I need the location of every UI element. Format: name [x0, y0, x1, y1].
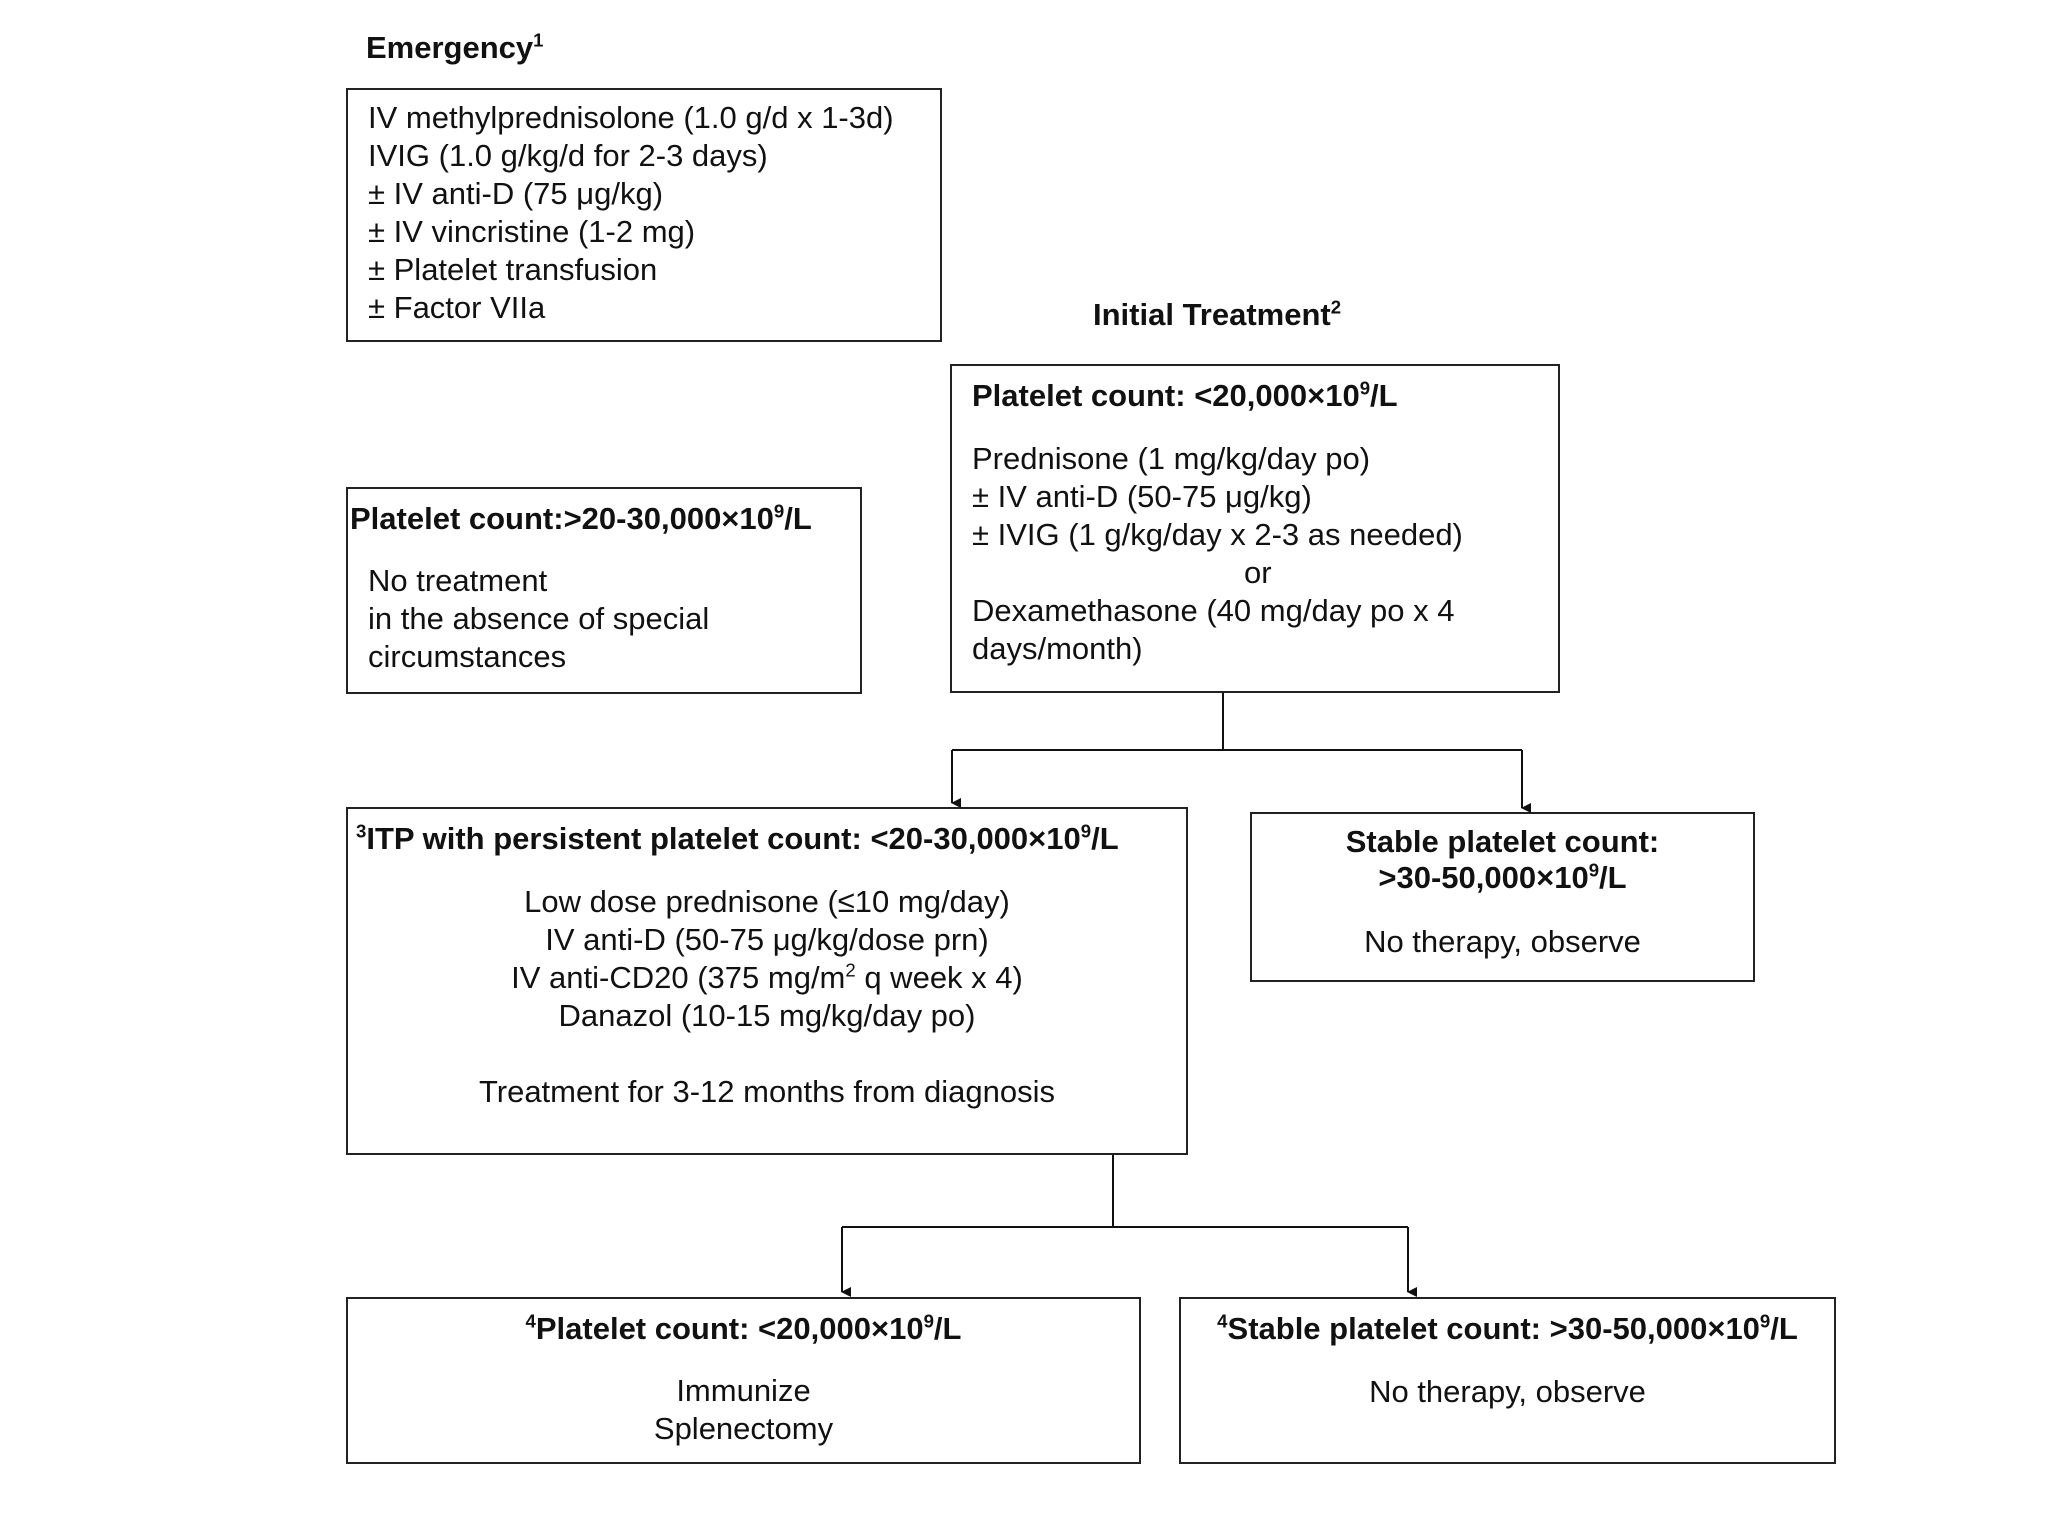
- emergency-line-3: ± IV anti-D (75 μg/kg): [368, 176, 664, 211]
- splenectomy-line-2: Splenectomy: [653, 1411, 834, 1446]
- emergency-box: IV methylprednisolone (1.0 g/d x 1-3d) I…: [346, 88, 942, 342]
- initial-treatment-title: Initial Treatment2: [1093, 296, 1342, 332]
- initial-line-3: ± IVIG (1 g/kg/day x 2-3 as needed): [972, 517, 1463, 552]
- persistent-itp-box: 3ITP with persistent platelet count: <20…: [346, 807, 1188, 1155]
- initial-treatment-box: Platelet count: <20,000×109/L Prednisone…: [950, 364, 1560, 693]
- initial-line-6: days/month): [972, 631, 1143, 666]
- splenectomy-heading: 4Platelet count: <20,000×109/L: [525, 1310, 962, 1346]
- emergency-line-6: ± Factor VIIa: [368, 290, 546, 325]
- splenectomy-box: 4Platelet count: <20,000×109/L Immunize …: [346, 1297, 1141, 1464]
- stable-upper-body: No therapy, observe: [1364, 924, 1641, 959]
- stable-upper-heading-2: >30-50,000×109/L: [1378, 859, 1627, 895]
- no-treatment-line-2: in the absence of special: [368, 601, 710, 636]
- initial-line-2: ± IV anti-D (50-75 μg/kg): [972, 479, 1312, 514]
- emergency-title: Emergency1: [366, 29, 544, 65]
- no-treatment-line-3: circumstances: [368, 639, 567, 674]
- persistent-line-4: Danazol (10-15 mg/kg/day po): [558, 998, 976, 1033]
- persistent-itp-heading: 3ITP with persistent platelet count: <20…: [356, 820, 1119, 856]
- splenectomy-line-1: Immunize: [676, 1373, 811, 1408]
- no-treatment-box: Platelet count:>20-30,000×109/L No treat…: [346, 487, 862, 694]
- initial-line-1: Prednisone (1 mg/kg/day po): [972, 441, 1371, 476]
- initial-line-5: Dexamethasone (40 mg/day po x 4: [972, 593, 1455, 628]
- emergency-line-2: IVIG (1.0 g/kg/d for 2-3 days): [368, 138, 768, 173]
- persistent-line-1: Low dose prednisone (≤10 mg/day): [524, 884, 1010, 919]
- emergency-line-4: ± IV vincristine (1-2 mg): [368, 214, 696, 249]
- persistent-line-2: IV anti-D (50-75 μg/kg/dose prn): [545, 922, 989, 957]
- no-treatment-line-1: No treatment: [368, 563, 548, 598]
- stable-upper-heading-1: Stable platelet count:: [1345, 824, 1660, 859]
- stable-upper-box: Stable platelet count: >30-50,000×109/L …: [1250, 812, 1755, 982]
- stable-lower-body: No therapy, observe: [1369, 1374, 1646, 1409]
- initial-treatment-heading: Platelet count: <20,000×109/L: [972, 377, 1398, 413]
- persistent-footer: Treatment for 3-12 months from diagnosis: [478, 1074, 1056, 1109]
- emergency-line-1: IV methylprednisolone (1.0 g/d x 1-3d): [368, 100, 894, 135]
- persistent-line-cd20: IV anti-CD20 (375 mg/m2 q week x 4): [511, 959, 1023, 995]
- emergency-line-5: ± Platelet transfusion: [368, 252, 658, 287]
- stable-lower-heading: 4Stable platelet count: >30-50,000×109/L: [1217, 1310, 1798, 1346]
- initial-line-or: or: [1244, 555, 1272, 590]
- no-treatment-heading: Platelet count:>20-30,000×109/L: [350, 500, 812, 536]
- stable-lower-box: 4Stable platelet count: >30-50,000×109/L…: [1179, 1297, 1836, 1464]
